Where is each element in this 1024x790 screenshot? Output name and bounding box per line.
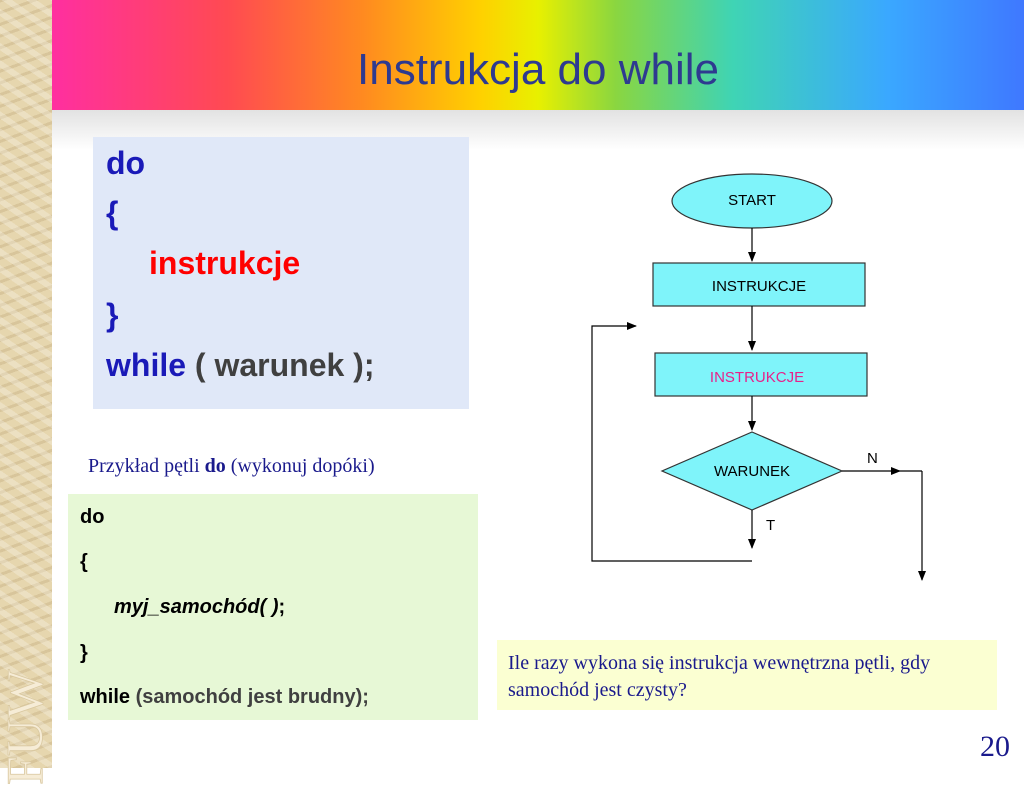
example-call-line: myj_samochód( );	[114, 594, 285, 620]
caption-keyword: do	[204, 455, 226, 477]
syntax-while-line: while ( warunek );	[106, 345, 374, 385]
flow-branch-yes-label: T	[766, 517, 775, 534]
example-caption: Przykład pętli do (wykonuj dopóki)	[88, 455, 375, 478]
decorative-paper-strip	[0, 0, 52, 768]
syntax-code-box: do { instrukcje } while ( warunek );	[93, 137, 469, 409]
syntax-condition: ( warunek );	[194, 347, 375, 383]
flow-branch-no-label: N	[867, 450, 878, 467]
syntax-close-brace: }	[106, 297, 119, 333]
flow-step2-box	[654, 352, 868, 397]
example-open-brace: {	[80, 551, 88, 573]
fuw-logo-text: FUW	[0, 669, 54, 785]
fuw-logo: FUW	[0, 669, 54, 785]
example-do: do	[80, 506, 105, 528]
flow-loop-back-arrow	[591, 322, 752, 562]
question-text: Ile razy wykona się instrukcja wewnętrzn…	[508, 652, 931, 701]
question-box: Ile razy wykona się instrukcja wewnętrzn…	[497, 640, 997, 710]
syntax-while-keyword: while	[106, 347, 187, 383]
flow-step1-box	[652, 262, 866, 307]
example-while-line: while (samochód jest brudny);	[80, 684, 369, 710]
example-while-keyword: while	[80, 686, 131, 708]
flowchart: START INSTRUKCJE INSTRUKCJE WARUNEK N T	[591, 173, 926, 581]
title-band	[52, 0, 1024, 110]
syntax-body: instrukcje	[149, 245, 301, 281]
flow-start-label: START	[728, 192, 776, 209]
syntax-open-brace: {	[106, 195, 119, 231]
flow-step1-label: INSTRUKCJE	[712, 278, 806, 295]
slide-number: 20	[980, 730, 1010, 763]
example-call-end: ;	[278, 596, 286, 618]
example-close-brace: }	[80, 642, 88, 664]
caption-prefix: Przykład pętli	[88, 455, 205, 477]
caption-suffix: (wykonuj dopóki)	[225, 455, 375, 477]
flow-decision-label: WARUNEK	[714, 463, 790, 480]
syntax-do-keyword: do	[106, 145, 146, 181]
page-title: Instrukcja do while	[357, 45, 719, 94]
example-code-box: do { myj_samochód( ); } while (samochód …	[68, 494, 478, 720]
example-condition: (samochód jest brudny);	[130, 686, 369, 708]
flow-step2-label: INSTRUKCJE	[710, 369, 804, 386]
example-call: myj_samochód( )	[114, 596, 279, 618]
